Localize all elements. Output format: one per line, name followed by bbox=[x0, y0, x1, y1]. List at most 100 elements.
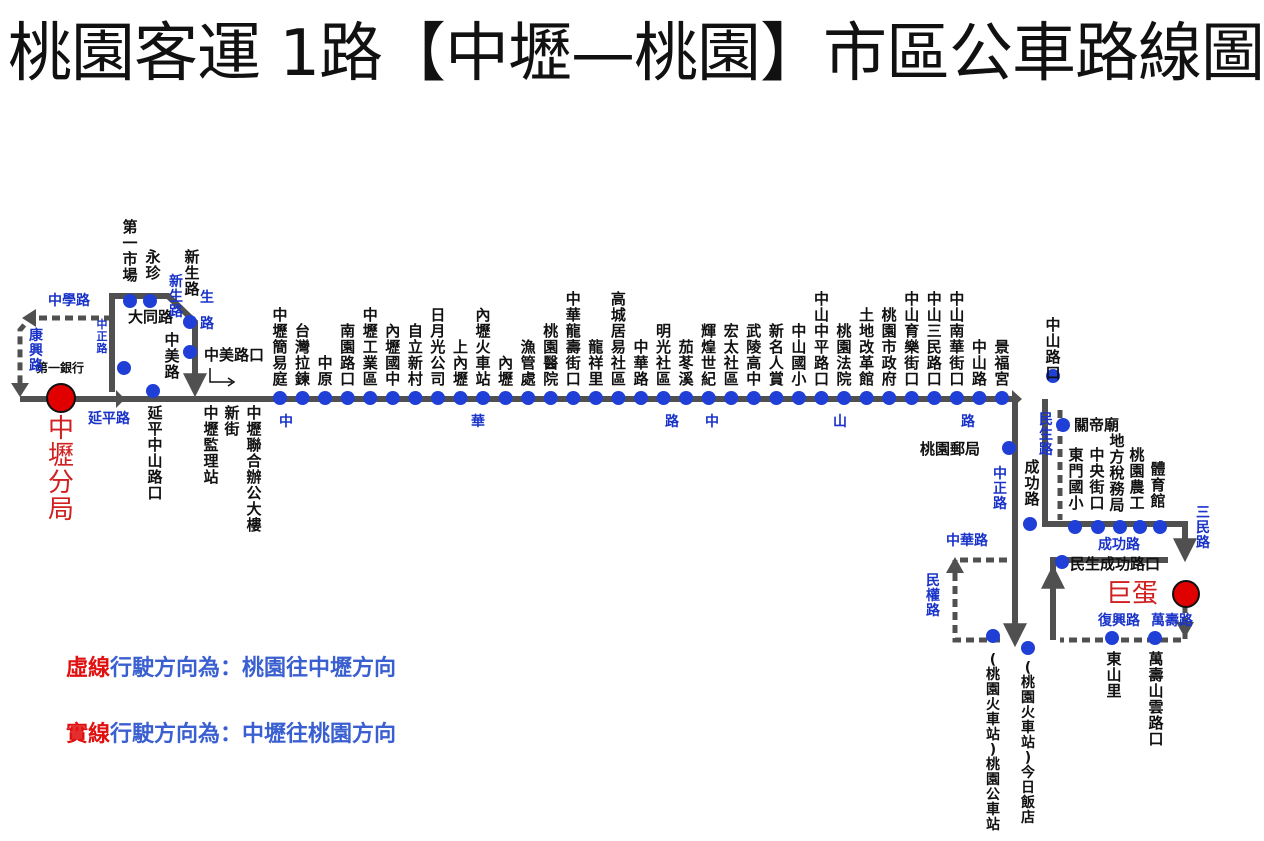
road-minsheng: 民生路 bbox=[1039, 412, 1054, 458]
zhongxue-dash bbox=[17, 315, 112, 390]
main-stop-marker bbox=[724, 391, 739, 405]
legend-solid-text: 行駛方向為：中壢往桃園方向 bbox=[110, 722, 397, 747]
stop-first-bank bbox=[117, 361, 131, 375]
main-stop-marker bbox=[769, 391, 784, 405]
main-stop-label: 內壢 bbox=[498, 354, 513, 388]
main-stop-marker bbox=[476, 391, 491, 405]
main-stop-label: 中華龍壽街口 bbox=[565, 290, 581, 388]
main-stop-marker bbox=[859, 391, 874, 405]
stop-minsheng-chenggong bbox=[1055, 555, 1069, 569]
main-stop-marker bbox=[340, 391, 355, 405]
main-stop-label: 中壢工業區 bbox=[362, 306, 379, 388]
stop-dongmen bbox=[1068, 520, 1082, 534]
label-dongshan: 東山里 bbox=[1106, 650, 1121, 700]
main-stop-marker bbox=[995, 391, 1009, 405]
legend-dashed: 虛線行駛方向為：桃園往中壢方向 bbox=[66, 650, 396, 682]
main-stop-label: 中山三民路口 bbox=[927, 290, 943, 388]
road-zhongxue: 中學路 bbox=[48, 292, 91, 309]
stop-tax bbox=[1113, 520, 1127, 534]
main-stop-label: 桃園法院 bbox=[837, 322, 852, 388]
label-dongmen: 東門國小 bbox=[1068, 446, 1083, 512]
label-jianli: 中壢監理站 bbox=[203, 404, 218, 486]
road-wanshou: 萬壽路 bbox=[1151, 612, 1194, 629]
main-stop-label: 輝煌世紀 bbox=[701, 322, 716, 388]
road-sanmin: 三民路 bbox=[1196, 505, 1211, 551]
main-stop-marker bbox=[318, 391, 333, 405]
main-stop-label: 自立新村 bbox=[408, 322, 423, 388]
main-stop-label: 內壢國中 bbox=[385, 322, 400, 388]
road-zhonghua-east: 中華路 bbox=[946, 532, 989, 549]
main-stop-marker bbox=[837, 391, 852, 405]
west-stop-labels: 第一市場 永珍 新生路 大同路 中美路 第一銀行 延平中山路口 中美路口 新街 … bbox=[36, 218, 264, 534]
label-zhongshan-kou: 中山路口 bbox=[1045, 316, 1061, 382]
main-stop-marker bbox=[656, 391, 671, 405]
minquan-dash bbox=[952, 557, 1010, 643]
main-stop-marker bbox=[385, 391, 400, 405]
west-loop-line bbox=[109, 293, 198, 382]
label-post-office: 桃園郵局 bbox=[920, 440, 980, 458]
main-stop-marker bbox=[498, 391, 513, 405]
label-zhongmei-road: 中美路 bbox=[164, 331, 180, 381]
road-xinsheng: 新生路 bbox=[169, 273, 184, 320]
stop-zhongmei bbox=[183, 345, 197, 359]
main-stop-marker bbox=[430, 391, 445, 405]
main-stop-marker bbox=[949, 391, 964, 405]
main-stop-label: 中山中平路口 bbox=[814, 290, 830, 388]
road-chenggong-vertical: 成功路 bbox=[1024, 458, 1040, 508]
road-yanping: 延平路 bbox=[87, 410, 131, 427]
label-yanping-zhongshan: 延平中山路口 bbox=[146, 404, 163, 502]
label-zhongmei-kou: 中美路口 bbox=[204, 346, 264, 364]
label-first-bank: 第一銀行 bbox=[36, 360, 84, 375]
main-stop-marker bbox=[679, 391, 694, 405]
main-stop-label: 茄苳溪 bbox=[678, 338, 695, 388]
label-yongzhen: 永珍 bbox=[144, 248, 161, 282]
main-stop-marker bbox=[746, 391, 761, 405]
wanshou-dash bbox=[1060, 605, 1188, 643]
main-stop-marker bbox=[904, 391, 919, 405]
main-stop-label: 中壢簡易庭 bbox=[272, 306, 288, 388]
label-nonggong: 桃園農工 bbox=[1129, 446, 1144, 512]
label-dadong: 大同路 bbox=[128, 308, 174, 326]
label-tax: 地方稅務局 bbox=[1108, 432, 1125, 514]
road-zhonghua: 中 bbox=[279, 413, 293, 430]
label-station-bus: (桃園火車站)桃園公車站 bbox=[986, 652, 1001, 833]
stop-chenggong-1 bbox=[1023, 517, 1037, 531]
stop-zhongshan-kou bbox=[1046, 369, 1060, 383]
road-labels: 中學路 康興路 中正路 延平路 新生路 生路 民生路 中正路 成功路 成功路 三… bbox=[29, 273, 1211, 629]
terminal-west-label: 中壢分局 bbox=[48, 414, 74, 525]
main-stop-label: 南園路口 bbox=[340, 322, 356, 388]
label-first-market: 第一市場 bbox=[122, 218, 137, 284]
main-stop-marker bbox=[634, 391, 648, 405]
west-stop-markers bbox=[117, 294, 197, 398]
main-stop-label: 桃園市政府 bbox=[882, 306, 898, 388]
main-stop-marker bbox=[295, 391, 310, 405]
main-stop-marker bbox=[814, 391, 829, 405]
main-stop-markers bbox=[273, 391, 1009, 405]
legend-dashed-text: 行駛方向為：桃園往中壢方向 bbox=[110, 656, 397, 681]
road-zhonghua: 華 bbox=[471, 413, 485, 430]
main-stop-label: 漁管處 bbox=[521, 338, 537, 388]
east-stop-markers bbox=[986, 369, 1167, 655]
stop-wanshou-shanyun bbox=[1148, 631, 1162, 645]
stop-xinsheng bbox=[183, 315, 197, 329]
label-gym: 體育館 bbox=[1149, 460, 1165, 510]
label-station-hotel: (桃園火車站)今日飯店 bbox=[1020, 660, 1036, 826]
main-stop-label: 台灣拉鍊 bbox=[295, 322, 311, 388]
main-stop-marker bbox=[521, 391, 536, 405]
legend-solid-word: 實線 bbox=[66, 722, 111, 747]
label-wanshou-shanyun: 萬壽山雲路口 bbox=[1148, 650, 1164, 748]
stop-nonggong bbox=[1133, 520, 1147, 534]
main-stop-marker bbox=[972, 391, 987, 405]
stop-yanping-zhongshan bbox=[146, 384, 160, 398]
road-zhongshan: 山 bbox=[833, 414, 847, 430]
route-map: 中壢簡易庭台灣拉鍊中原南園路口中壢工業區內壢國中自立新村日月光公司上內壢內壢火車… bbox=[11, 218, 1211, 833]
stop-yongzhen bbox=[143, 294, 157, 308]
label-minsheng-chenggong: 民生成功路口 bbox=[1070, 555, 1160, 573]
main-stop-label: 中山育樂街口 bbox=[903, 290, 920, 388]
stop-post-office bbox=[1002, 441, 1016, 455]
terminal-west-marker bbox=[46, 383, 76, 413]
stop-gym bbox=[1153, 520, 1167, 534]
terminal-east-label: 巨蛋 bbox=[1106, 579, 1158, 609]
main-stop-marker bbox=[543, 391, 558, 405]
stop-station-hotel bbox=[1021, 641, 1035, 655]
